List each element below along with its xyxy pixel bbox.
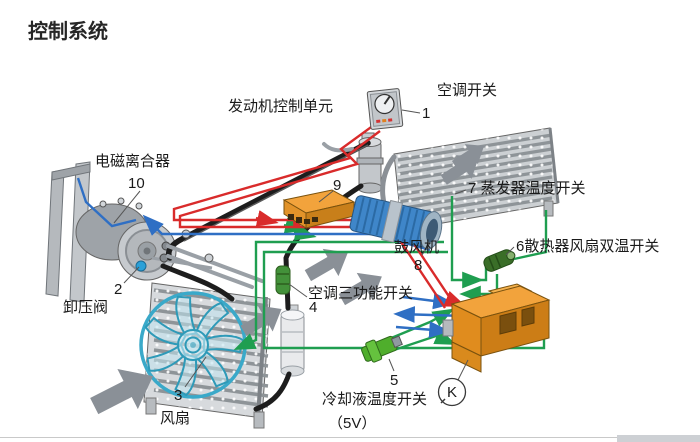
label-2: 2: [114, 281, 122, 298]
blower-label: 鼓风机: [394, 239, 439, 256]
receiver-drier: [280, 304, 305, 377]
label-8: 8: [414, 257, 422, 274]
k-label: K: [447, 384, 457, 401]
pipe-bolt: [204, 253, 214, 263]
tri-function-switch-label: 空调三功能开关: [308, 285, 413, 302]
k-symbol: K: [437, 359, 469, 407]
evaporator-temp-switch-label: 7 蒸发器温度开关: [468, 180, 586, 197]
engine-control-unit-label: 发动机控制单元: [228, 98, 333, 115]
label-5: 5: [390, 372, 398, 389]
label-9: 9: [333, 177, 341, 194]
ac-switch-label: 空调开关: [437, 82, 497, 99]
blower: [349, 195, 443, 250]
coolant-temp-sensor: [361, 335, 403, 363]
radiator-fan-switch-label: 6散热器风扇双温开关: [516, 238, 659, 255]
label-1: 1: [422, 105, 430, 122]
tri-function-switch-connector: [275, 265, 291, 295]
ac-switch: [366, 88, 404, 130]
condenser-fan: [139, 291, 247, 399]
leader-lines: [113, 109, 515, 388]
fan-label: 风扇: [160, 410, 190, 427]
coolant-temp-switch-label: 冷却液温度开关: [322, 391, 427, 408]
coolant-temp-switch-voltage: （5V）: [328, 415, 376, 432]
electromagnetic-clutch-label: 电磁离合器: [95, 153, 170, 170]
evaporator: [393, 127, 560, 231]
bottom-corner-strip: [617, 435, 700, 442]
label-10: 10: [128, 175, 145, 192]
label-3: 3: [174, 387, 182, 404]
label-4: 4: [309, 299, 317, 316]
relief-valve-label: 卸压阀: [63, 299, 108, 316]
page-title: 控制系统: [28, 19, 108, 43]
relief-valve: [135, 260, 147, 272]
relay-box: [442, 283, 551, 373]
